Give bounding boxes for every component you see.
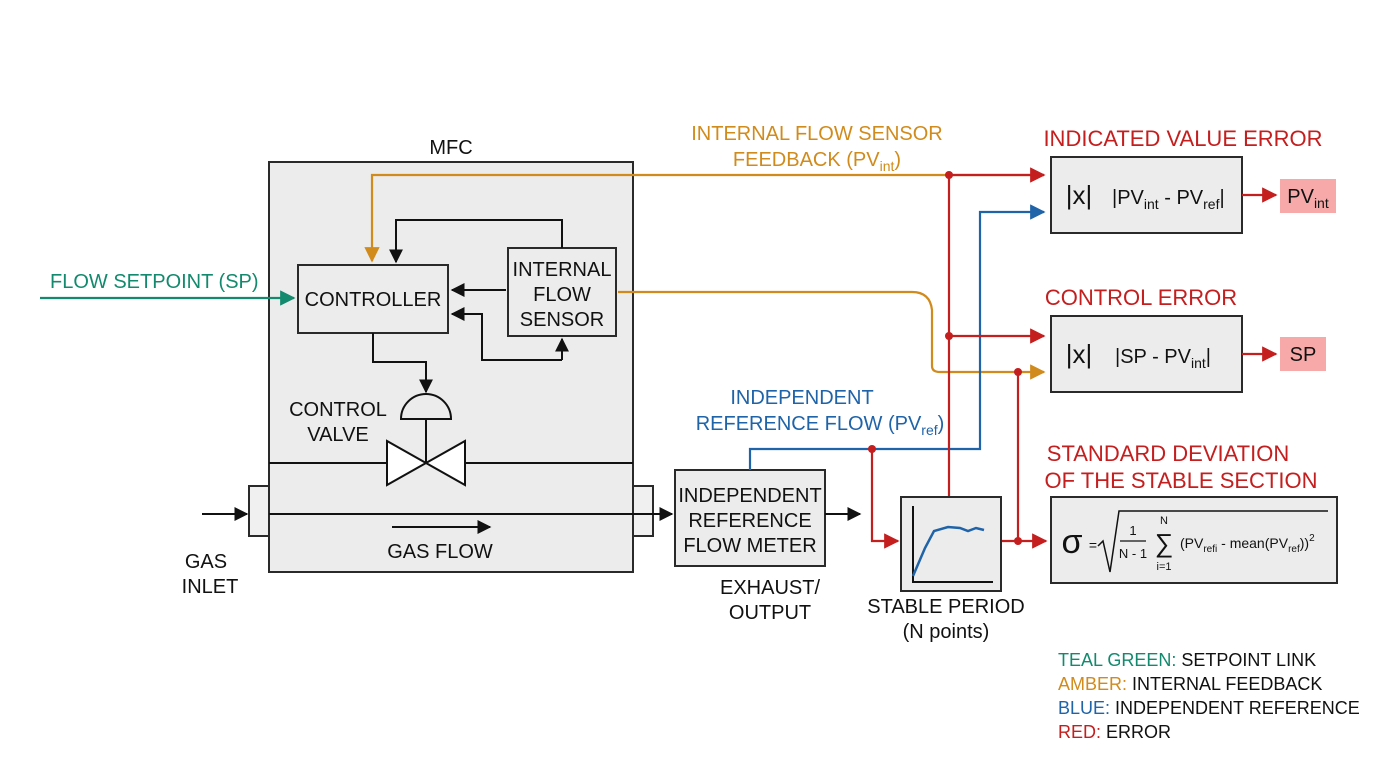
- internal-sensor-box: [507, 247, 617, 337]
- indicated-error-expr: |PVint - PVref|: [1112, 187, 1225, 212]
- sensor-label-3: SENSOR: [520, 309, 604, 331]
- stable-period-label-2: (N points): [903, 621, 990, 643]
- control-error-box: [1050, 315, 1243, 393]
- amber-feedback-sensor: [618, 290, 1046, 380]
- control-error-abs: |x|: [1066, 339, 1093, 369]
- control-error-expr: |SP - PVint|: [1115, 346, 1211, 371]
- indicated-error-output-label: PVint: [1287, 186, 1329, 211]
- stddev-sum-bottom: i=1: [1157, 561, 1172, 573]
- stddev-title-1: STANDARD DEVIATION: [1047, 441, 1289, 466]
- control-error-title: CONTROL ERROR: [1045, 285, 1237, 310]
- controller-label: CONTROLLER: [305, 289, 442, 311]
- junction-1: [945, 171, 953, 179]
- legend-amber: AMBER: INTERNAL FEEDBACK: [1058, 674, 1322, 694]
- stable-period-axes: [912, 506, 993, 583]
- stddev-sum-symbol: ∑: [1155, 528, 1174, 558]
- stddev-body: (PVrefi - mean(PVref))2: [1180, 533, 1315, 555]
- reference-meter-label-1: INDEPENDENT: [678, 485, 821, 507]
- stable-period-box: [900, 496, 1002, 592]
- indicated-error-box: [1050, 156, 1243, 234]
- gas-inlet-label-2: INLET: [182, 576, 239, 598]
- reference-meter-label-3: FLOW METER: [683, 535, 816, 557]
- stddev-frac-den: N - 1: [1119, 546, 1147, 561]
- valve-body: [386, 439, 466, 487]
- mfc-box: [268, 161, 634, 573]
- exhaust-label-2: OUTPUT: [729, 602, 811, 624]
- feedback-label-line1: INTERNAL FLOW SENSOR: [691, 123, 943, 145]
- stddev-title-2: OF THE STABLE SECTION: [1044, 468, 1317, 493]
- controller-to-valve: [372, 333, 433, 394]
- junction-5: [1014, 537, 1022, 545]
- stddev-root: [1097, 510, 1328, 573]
- control-error-output-label: SP: [1290, 344, 1317, 366]
- gas-inlet-label-1: GAS: [185, 551, 227, 573]
- junction-4: [1014, 368, 1022, 376]
- gas-flow-label: GAS FLOW: [387, 541, 493, 563]
- sensor-label-2: FLOW: [533, 284, 591, 306]
- feedback-label-line2: FEEDBACK (PVint): [733, 149, 901, 174]
- stable-period-curve: [911, 525, 985, 577]
- valve-label-2: VALVE: [307, 424, 369, 446]
- valve-actuator: [399, 393, 453, 420]
- pipe-flange-right: [632, 485, 654, 537]
- stddev-frac-num: 1: [1129, 523, 1136, 538]
- indicated-error-title: INDICATED VALUE ERROR: [1043, 126, 1322, 151]
- reference-label-line2: REFERENCE FLOW (PVref): [696, 413, 945, 438]
- red-to-stable: [870, 449, 900, 549]
- mfc-title: MFC: [429, 137, 472, 159]
- setpoint-label: FLOW SETPOINT (SP): [50, 271, 259, 293]
- sensor-label-1: INTERNAL: [513, 259, 612, 281]
- pipe-flange-left: [248, 485, 270, 537]
- junction-2: [945, 332, 953, 340]
- stable-period-label-1: STABLE PERIOD: [867, 596, 1024, 618]
- indicated-error-output-box: [1280, 179, 1336, 213]
- sensor-to-controller-top: [389, 219, 563, 264]
- exhaust-label-1: EXHAUST/: [720, 577, 820, 599]
- junction-3: [868, 445, 876, 453]
- indicated-error-abs: |x|: [1066, 180, 1093, 210]
- stddev-sum-top: N: [1160, 515, 1168, 527]
- valve-label-1: CONTROL: [289, 399, 387, 421]
- legend-red: RED: ERROR: [1058, 722, 1171, 742]
- blue-reference-line: [748, 204, 1046, 470]
- legend-teal: TEAL GREEN: SETPOINT LINK: [1058, 650, 1316, 670]
- control-error-output-box: [1280, 337, 1326, 371]
- stddev-sigma: σ: [1062, 523, 1083, 561]
- amber-feedback-top: [364, 173, 1044, 263]
- reference-meter-label-2: REFERENCE: [688, 510, 811, 532]
- sensor-to-controller-bottom: [450, 307, 562, 361]
- stddev-equals: =: [1089, 537, 1097, 553]
- legend-blue: BLUE: INDEPENDENT REFERENCE: [1058, 698, 1360, 718]
- reference-label-line1: INDEPENDENT: [730, 387, 873, 409]
